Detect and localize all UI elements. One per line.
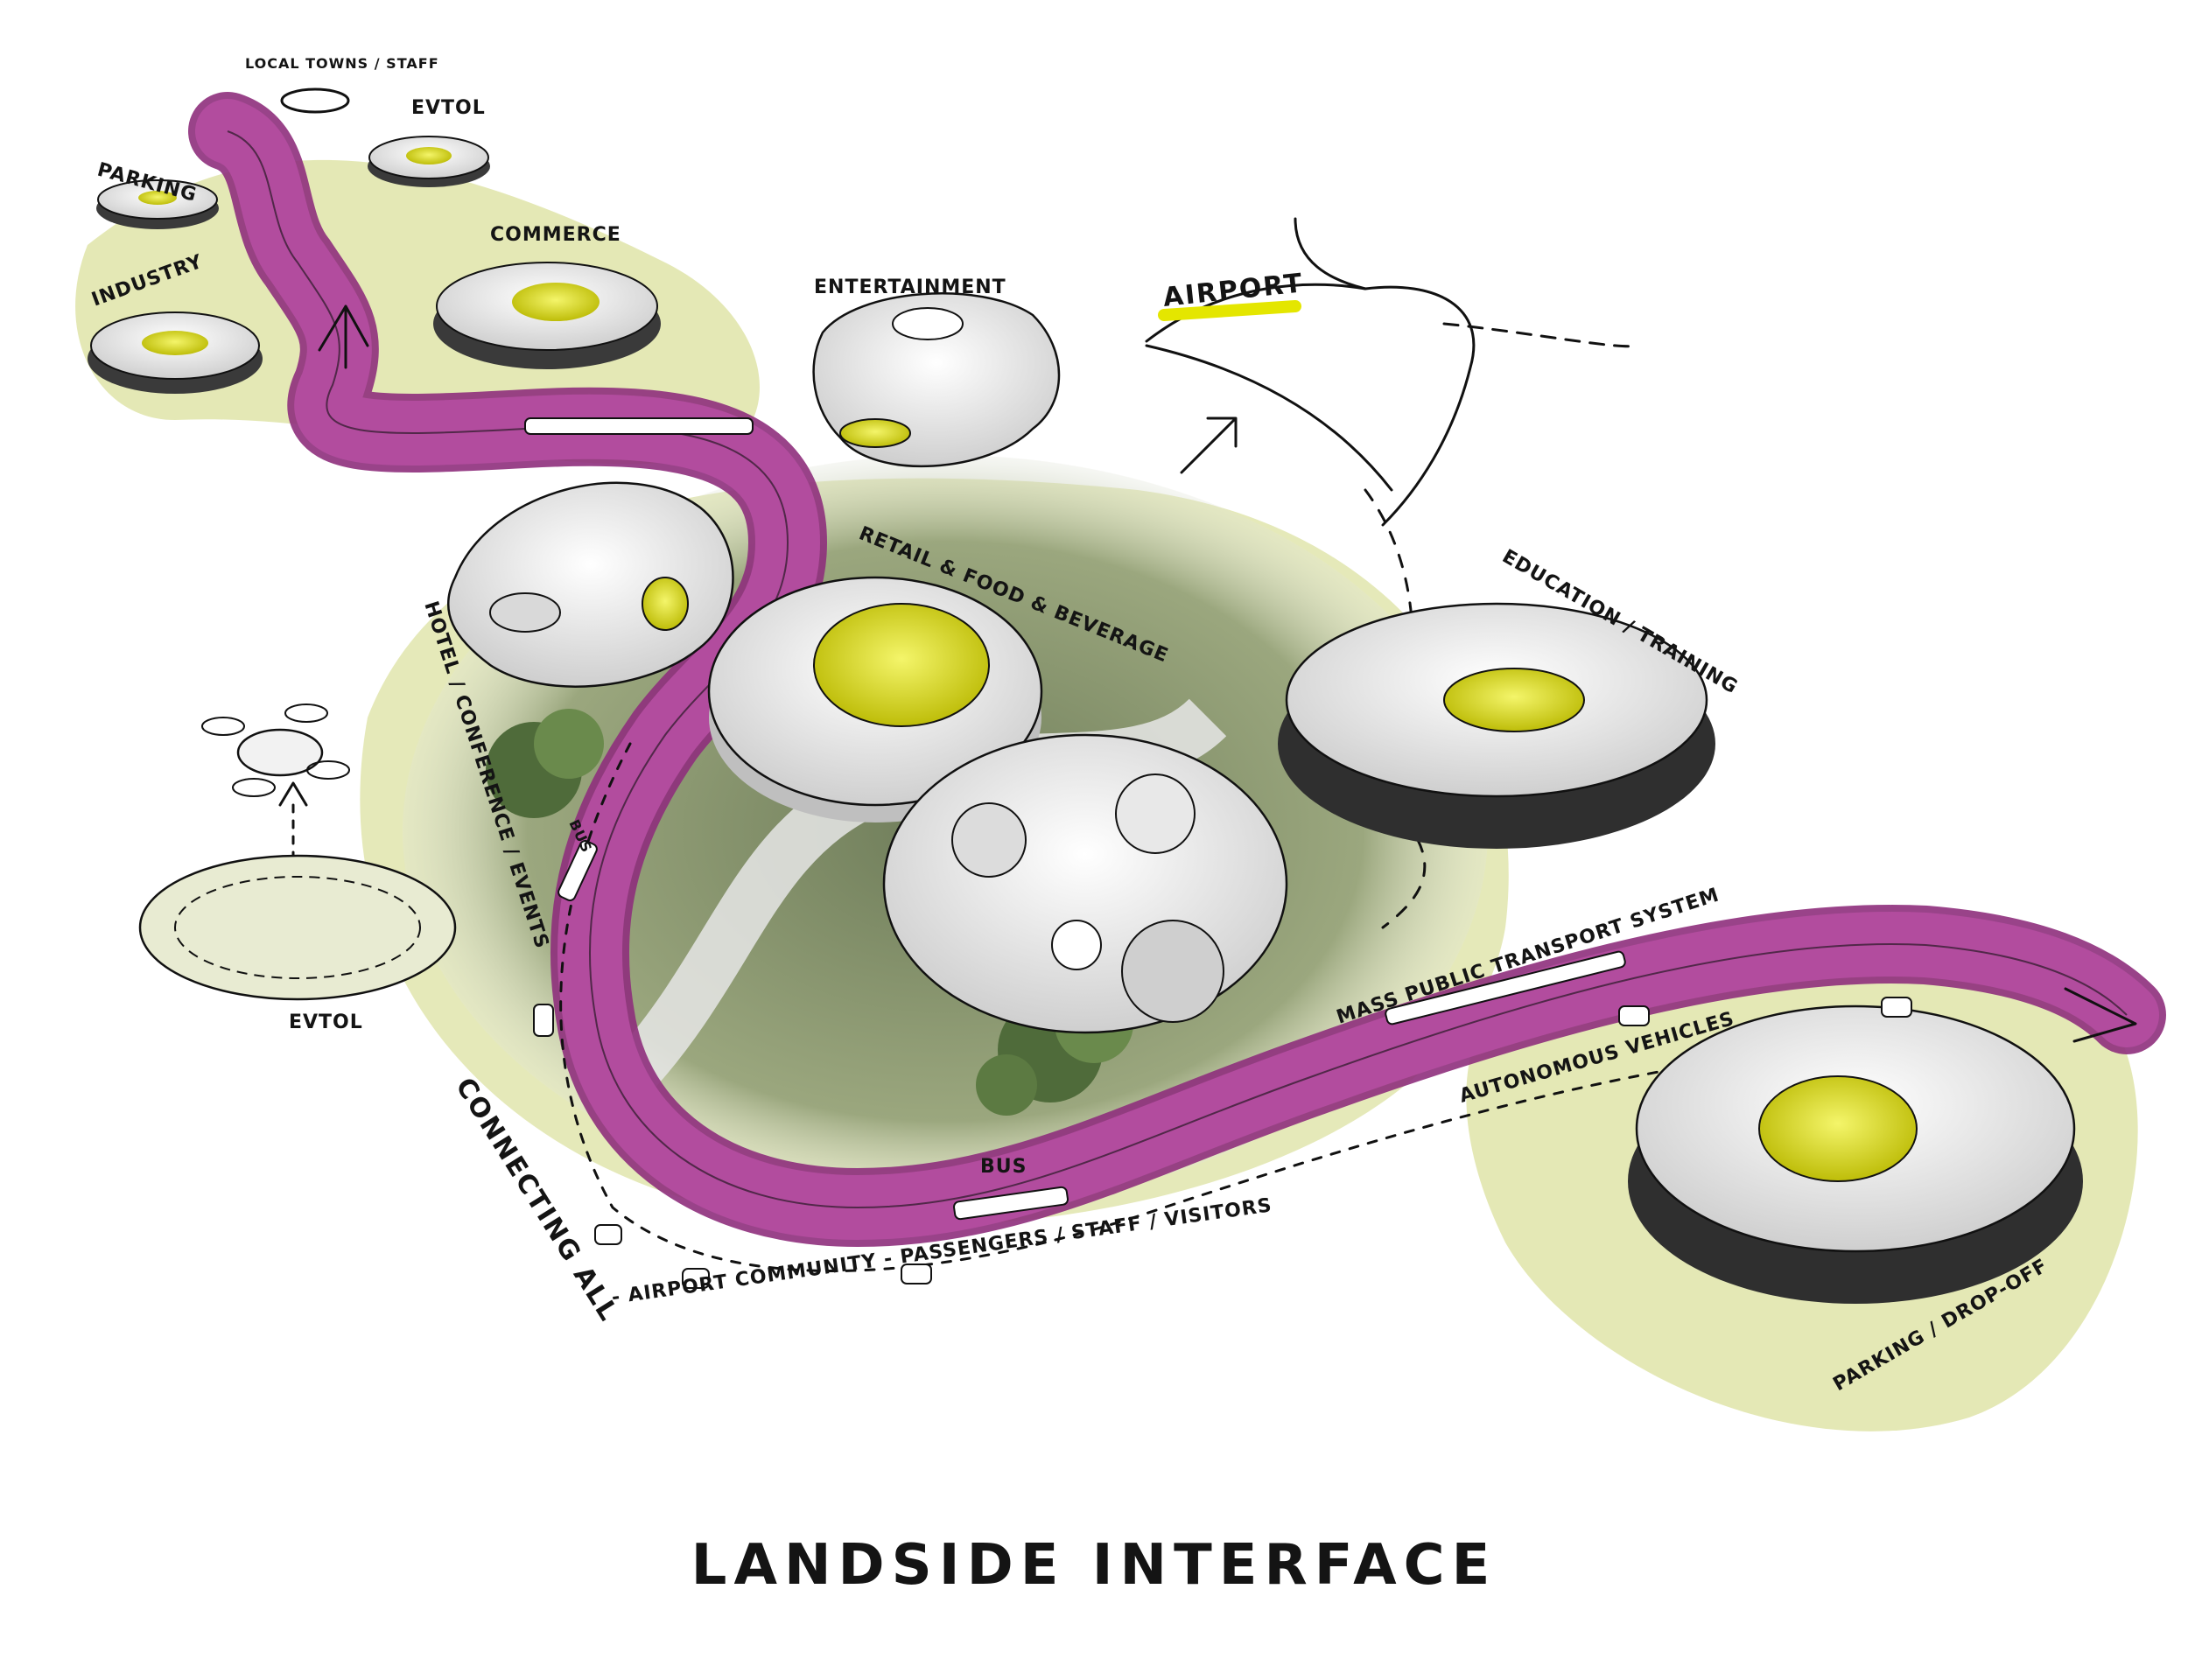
retail-yellow-dome [813,603,990,727]
building-hotel [446,481,734,688]
building-court-yellow [642,577,689,631]
car-icon [594,1224,622,1245]
education-link [1381,838,1427,929]
pod-education [1278,602,1715,849]
building-opening [839,418,911,448]
skylight [1115,774,1196,854]
pod-parking-top [96,179,219,229]
pod-parking-dropoff [1628,1004,2083,1304]
evtol-up-arrow [278,781,308,807]
evtol-landing-pad [138,854,457,1001]
label-commerce: COMMERCE [490,224,621,246]
pod-center [406,147,452,164]
car-icon [682,1268,710,1289]
tree [534,709,604,779]
road-arrow-top [318,304,369,369]
pod-center [512,283,600,321]
label-evtol-top: EVTOL [411,97,486,119]
car-icon [1881,997,1912,1018]
terminal-top-curve [1294,217,1367,290]
autonomous-vehicle-route [559,742,1927,1272]
building-entertainment [812,292,1061,468]
car-icon [533,1004,554,1037]
pod-commerce [433,262,661,369]
pod-center [1443,668,1585,732]
building-court [489,592,561,633]
tree [976,1054,1037,1116]
bus-icon [558,840,598,901]
pod-center [1758,1075,1918,1182]
bus-icon [953,1186,1069,1221]
evtol-rotor [306,760,350,780]
pad-surface [138,854,457,1001]
label-evtol-pad: EVTOL [289,1012,363,1033]
road-arrow-right [2064,987,2137,1043]
pod-evtol-top [368,136,490,187]
terminal-highlight [1158,300,1301,321]
evtol-rotor [284,704,328,723]
pod-center [138,191,177,205]
terminal-roof [1145,283,1476,527]
vehicles [524,417,1912,1289]
building-retail [707,576,1288,1034]
lower-building-body [882,733,1288,1034]
terminal-base [1145,344,1393,492]
page-title: LANDSIDE INTERFACE [691,1533,1497,1598]
pod-center [142,331,208,355]
skylight [1121,920,1224,1023]
label-entertainment: ENTERTAINMENT [814,276,1006,298]
train-icon [1385,950,1626,1026]
airport-flow-arrow [1180,416,1238,474]
airport-edge-line [1442,322,1638,348]
label-local-towns: LOCAL TOWNS / STAFF [245,55,439,72]
local-towns-node [280,88,350,114]
train-icon [524,417,754,435]
transport-road [188,92,2166,1248]
building-opening [892,307,964,340]
evtol-rotor [232,778,276,797]
label-bus-bottom: BUS [980,1156,1027,1178]
evtol-body [236,728,324,777]
evtol-aircraft-icon [201,704,350,807]
pod-industry [88,312,263,394]
skylight [1051,920,1102,970]
road-rail-line [227,130,2128,1209]
airport-terminal [1145,217,1476,527]
evtol-rotor [201,717,245,736]
car-icon [1618,1005,1650,1026]
skylight [951,802,1027,878]
building-body [446,481,734,688]
pad-marking [174,876,421,979]
car-icon [901,1264,932,1284]
